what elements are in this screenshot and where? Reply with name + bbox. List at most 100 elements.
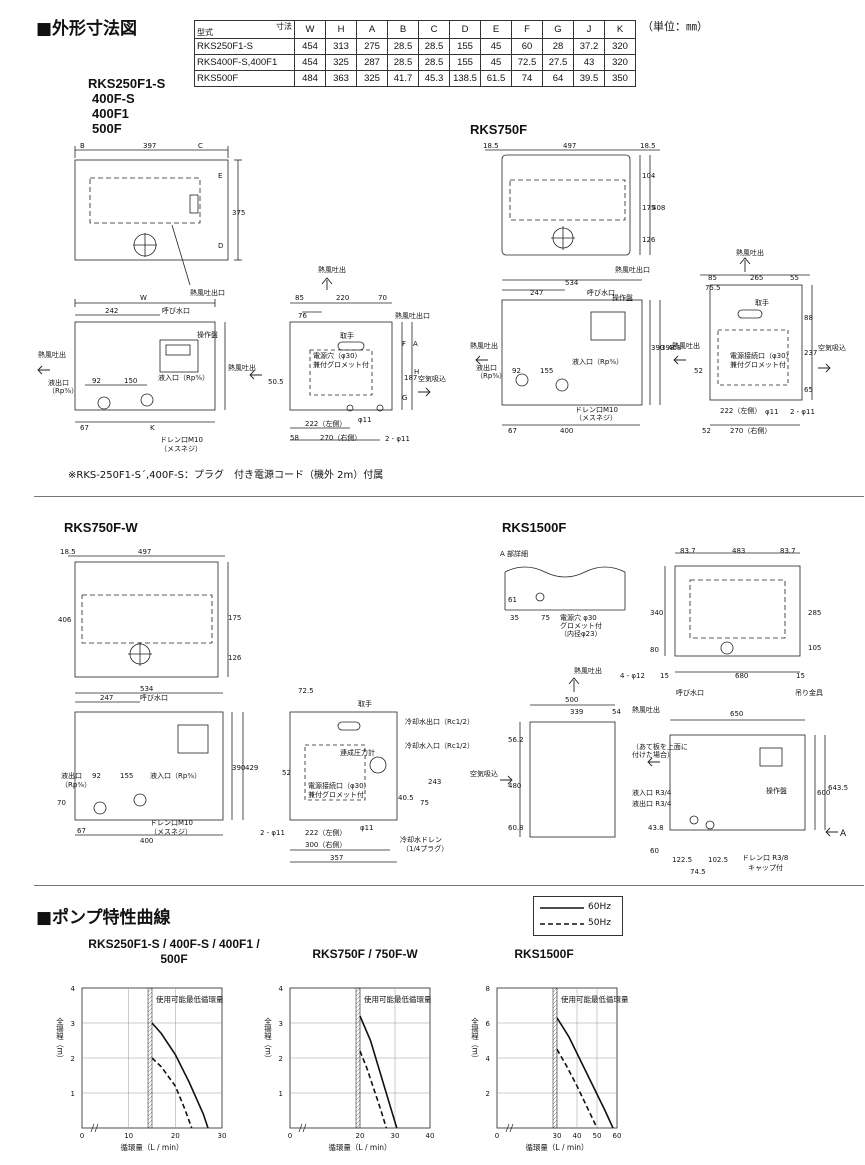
section-title-dimensions: ■外形寸法図	[36, 19, 138, 39]
svg-text:熱風吐出口: 熱風吐出口	[615, 265, 650, 274]
svg-text:40.5: 40.5	[398, 794, 414, 802]
min-flow-hatch	[147, 1043, 153, 1049]
svg-text:液入口 R3/4: 液入口 R3/4	[632, 788, 672, 797]
svg-text:熱風吐出: 熱風吐出	[672, 341, 700, 350]
svg-text:電源接続口（φ30）: 電源接続口（φ30）	[730, 351, 793, 360]
model-list-group1: RKS250F1-S 400F-S 400F1 500F	[88, 76, 165, 136]
side-view-body	[289, 711, 398, 821]
min-flow-hatch	[355, 991, 361, 997]
x-tick-label: 0	[80, 1132, 84, 1140]
min-flow-hatch	[552, 1099, 558, 1105]
svg-text:397: 397	[143, 142, 156, 150]
up-arrow-icon	[321, 277, 333, 290]
min-flow-hatch	[552, 1023, 558, 1029]
svg-text:（内径φ23）: （内径φ23）	[560, 629, 602, 638]
svg-text:熱風吐出: 熱風吐出	[318, 265, 346, 274]
svg-text:連成圧力計: 連成圧力計	[340, 748, 375, 757]
side-view-body	[669, 734, 806, 831]
divider	[34, 496, 864, 497]
model-title-rks750fw: RKS750F-W	[64, 520, 138, 535]
svg-text:電源接続口（φ30）: 電源接続口（φ30）	[308, 781, 371, 790]
svg-text:呼び水口: 呼び水口	[140, 693, 168, 702]
min-flow-hatch	[552, 1015, 558, 1021]
table-cell: 325	[356, 70, 388, 87]
min-flow-hatch	[147, 1023, 153, 1029]
front-view-panel	[590, 311, 626, 341]
svg-text:61: 61	[508, 596, 517, 604]
corner-bottom-label: 型式	[197, 28, 213, 37]
min-flow-hatch	[147, 1067, 153, 1073]
svg-text:操作盤: 操作盤	[197, 330, 218, 339]
svg-text:680: 680	[735, 672, 748, 680]
min-flow-hatch	[147, 1115, 153, 1121]
svg-text:43.8: 43.8	[648, 824, 664, 832]
top-view-hidden-outline	[89, 177, 201, 224]
min-flow-hatch	[147, 1119, 153, 1125]
table-cell: 138.5	[449, 70, 481, 87]
left-arrow-icon	[249, 370, 262, 380]
svg-text:67: 67	[80, 424, 89, 432]
svg-text:55: 55	[790, 274, 799, 282]
min-flow-hatch	[355, 1027, 361, 1033]
corner-top-label: 寸法	[276, 22, 292, 31]
top-view-body	[674, 565, 801, 657]
min-flow-hatch	[552, 1071, 558, 1077]
front-view-body	[74, 711, 224, 821]
svg-text:340: 340	[650, 609, 663, 617]
svg-text:取手: 取手	[755, 298, 769, 307]
min-flow-annotation: 使用可能最低循環量	[561, 994, 629, 1004]
svg-text:58: 58	[290, 434, 299, 442]
min-flow-hatch	[552, 1059, 558, 1065]
min-flow-hatch	[147, 1095, 153, 1101]
axis-break-icon	[505, 1123, 514, 1133]
svg-text:54: 54	[612, 708, 621, 716]
min-flow-hatch	[552, 1103, 558, 1109]
svg-text:（1/4プラグ）: （1/4プラグ）	[402, 844, 448, 853]
svg-text:155: 155	[540, 367, 553, 375]
min-flow-hatch	[355, 1067, 361, 1073]
svg-text:52: 52	[702, 427, 711, 435]
y-tick-label: 6	[486, 1020, 491, 1028]
svg-text:（あて板を上面に: （あて板を上面に	[632, 742, 688, 751]
min-flow-hatch	[552, 999, 558, 1005]
svg-text:85: 85	[295, 294, 304, 302]
min-flow-hatch	[147, 999, 153, 1005]
svg-text:35: 35	[510, 614, 519, 622]
up-arrow-icon	[568, 677, 580, 692]
y-tick-label: 2	[486, 1090, 490, 1098]
min-flow-hatch	[355, 1003, 361, 1009]
left-arrow-icon	[475, 355, 488, 365]
series-line-60hz	[556, 1017, 614, 1129]
min-flow-hatch	[552, 1123, 558, 1129]
svg-text:B: B	[80, 142, 85, 150]
y-axis-label: 全揚程（m）	[55, 1016, 64, 1062]
svg-text:取手: 取手	[358, 699, 372, 708]
x-tick-label: 20	[171, 1132, 180, 1140]
x-axis-label: 循環量（L / min）	[525, 1142, 588, 1152]
svg-text:4 - φ12: 4 - φ12	[620, 672, 645, 680]
svg-text:222（左側）: 222（左側）	[305, 828, 346, 837]
svg-text:φ11: φ11	[765, 408, 779, 416]
x-tick-label: 0	[288, 1132, 292, 1140]
y-tick-label: 1	[279, 1090, 283, 1098]
svg-text:375: 375	[232, 209, 245, 217]
table-cell: 61.5	[480, 70, 512, 87]
svg-text:75: 75	[541, 614, 550, 622]
top-view-body	[501, 154, 631, 256]
svg-text:A: A	[840, 829, 847, 839]
legend-label: 60Hz	[588, 902, 611, 912]
x-tick-label: 20	[356, 1132, 365, 1140]
min-flow-hatch	[355, 1115, 361, 1121]
svg-text:400: 400	[140, 837, 153, 845]
top-view-body	[74, 561, 219, 678]
svg-text:74.5: 74.5	[690, 868, 706, 876]
min-flow-annotation: 使用可能最低循環量	[156, 994, 224, 1004]
min-flow-hatch	[355, 1107, 361, 1113]
svg-text:18.5: 18.5	[483, 142, 499, 150]
min-flow-hatch	[552, 1087, 558, 1093]
svg-text:D: D	[218, 242, 223, 250]
svg-text:兼付グロメット付: 兼付グロメット付	[308, 790, 364, 799]
